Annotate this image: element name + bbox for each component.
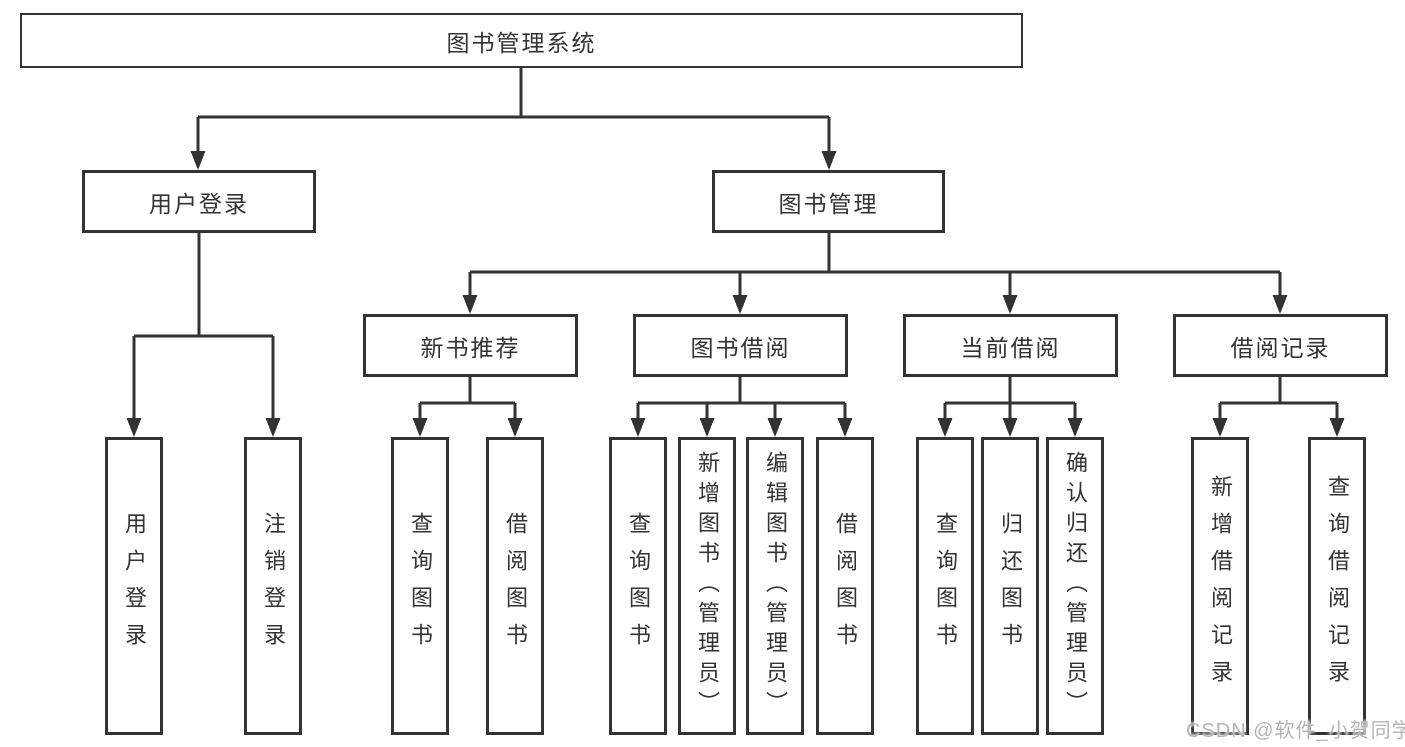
arrowheads	[126, 151, 1345, 437]
leaf-query-books-recommend: 查询图书	[391, 437, 449, 735]
leaf-add-borrow-record: 新增借阅记录	[1191, 437, 1249, 735]
leaf-logout: 注销登录	[244, 437, 302, 735]
node-user-login: 用户登录	[82, 170, 316, 233]
leaf-return-books: 归还图书	[981, 437, 1039, 735]
leaf-edit-book-admin: 编辑图书（管理员）	[746, 437, 804, 735]
leaf-user-login: 用户登录	[105, 437, 163, 735]
node-current-borrowing: 当前借阅	[903, 314, 1118, 377]
node-borrowing-records: 借阅记录	[1173, 314, 1388, 377]
leaf-add-book-admin: 新增图书（管理员）	[678, 437, 736, 735]
node-library-system: 图书管理系统	[20, 13, 1023, 68]
node-book-management: 图书管理	[712, 170, 945, 233]
leaf-query-borrow-record: 查询借阅记录	[1308, 437, 1366, 735]
leaf-query-books-borrowing: 查询图书	[609, 437, 667, 735]
leaf-borrow-books-recommend: 借阅图书	[486, 437, 544, 735]
leaf-borrow-books-borrowing: 借阅图书	[816, 437, 874, 735]
leaf-query-books-current: 查询图书	[916, 437, 974, 735]
leaf-confirm-return-admin: 确认归还（管理员）	[1046, 437, 1104, 735]
node-new-book-recommendation: 新书推荐	[363, 314, 578, 377]
node-book-borrowing: 图书借阅	[633, 314, 848, 377]
csdn-watermark: CSDN @软件_小贺同学	[1186, 720, 1405, 742]
